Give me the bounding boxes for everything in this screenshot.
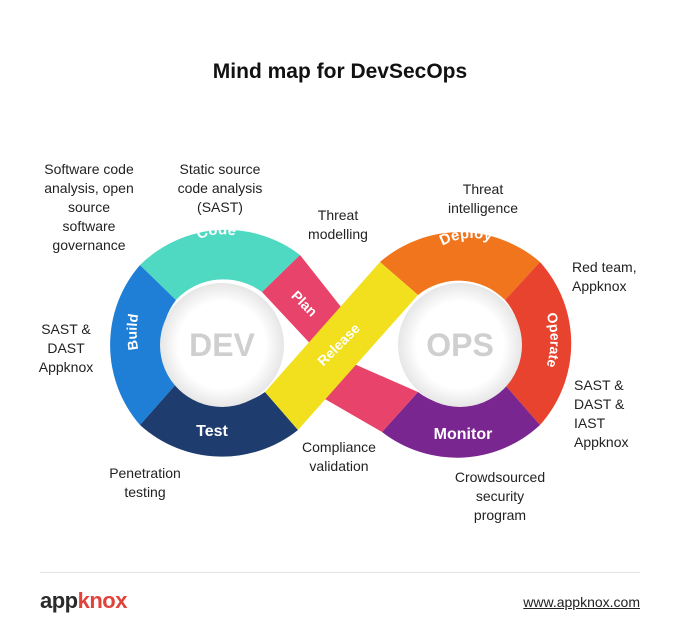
- segment-code: [140, 229, 300, 300]
- annotation-penetration-testing: Penetration testing: [109, 465, 181, 500]
- website-link[interactable]: www.appknox.com: [523, 594, 640, 610]
- annotation-sast-dast-build: SAST & DAST Appknox: [38, 321, 94, 375]
- segment-label-code: Code: [194, 221, 237, 243]
- appknox-logo: appknox: [40, 588, 127, 614]
- annotation-software-code-analysis: Software code analysis, open source soft…: [44, 161, 134, 253]
- segment-operate: [505, 262, 572, 425]
- annotation-static-source: Static source code analysis (SAST): [177, 161, 263, 215]
- segment-deploy: [380, 232, 540, 300]
- dev-hole: [160, 283, 284, 407]
- annotation-threat-intelligence: Threat intelligence: [447, 181, 519, 216]
- page-title: Mind map for DevSecOps: [212, 60, 468, 83]
- segment-label-test: Test: [196, 423, 228, 440]
- ops-label: OPS: [426, 327, 494, 363]
- ops-hole: [398, 283, 522, 407]
- logo-part-knox: knox: [77, 588, 128, 613]
- annotation-red-team: Red team, Appknox: [572, 259, 637, 294]
- annotation-threat-modelling: Threat modelling: [308, 207, 368, 242]
- segment-label-monitor: Monitor: [434, 426, 493, 443]
- segment-label-build: Build: [124, 313, 142, 352]
- dev-label: DEV: [189, 327, 255, 363]
- annotation-sast-dast-iast: SAST & DAST & IAST Appknox: [574, 377, 629, 450]
- segment-monitor: [382, 385, 540, 458]
- segment-build: [110, 265, 178, 425]
- logo-part-app: app: [40, 588, 78, 613]
- annotation-crowdsourced-security: Crowdsourced security program: [454, 469, 546, 523]
- footer-divider: [40, 572, 640, 573]
- segment-test: [140, 382, 298, 457]
- segment-release: [265, 262, 418, 430]
- segment-label-operate: Operate: [544, 311, 564, 370]
- annotation-compliance-validation: Compliance validation: [302, 439, 376, 474]
